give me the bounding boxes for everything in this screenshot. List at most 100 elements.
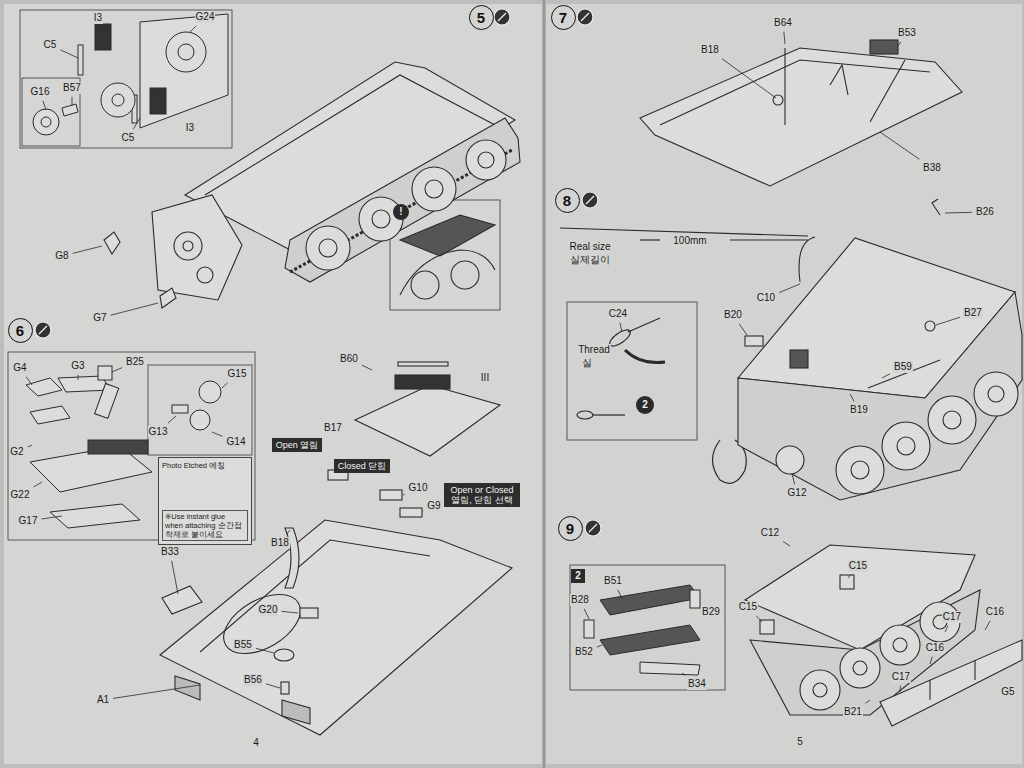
- hull-drawing: [425, 180, 443, 198]
- part-drawing: [62, 104, 78, 116]
- hull-drawing: [870, 60, 905, 122]
- part-label: C5: [121, 132, 136, 144]
- hull-drawing: [784, 48, 785, 125]
- leader-line: [850, 394, 854, 401]
- hull-drawing: [380, 490, 402, 500]
- vehicle-drawing: [928, 396, 976, 444]
- part-label: C16: [985, 606, 1005, 618]
- hull-drawing: [104, 232, 120, 254]
- part-label: B55: [233, 639, 253, 651]
- thread-drawing: [593, 414, 625, 415]
- leader-line: [168, 416, 176, 423]
- vehicle-drawing: [800, 670, 840, 710]
- hull-drawing: [214, 582, 311, 666]
- leader-line: [112, 368, 122, 372]
- part-label: G16: [30, 86, 51, 98]
- part-drawing: [41, 117, 51, 127]
- step-number: 6: [8, 318, 33, 343]
- part-label: B57: [62, 82, 82, 94]
- hull-drawing: [372, 210, 390, 228]
- part-drawing: [140, 14, 228, 128]
- part-label: C5: [43, 39, 58, 51]
- node-text: Photo Etched 에칭: [162, 461, 225, 470]
- hull-drawing: [411, 271, 439, 299]
- inset-frame: [570, 565, 725, 690]
- leader-line: [620, 323, 622, 332]
- part-label: G7: [92, 312, 107, 324]
- part-label: B21: [843, 706, 863, 718]
- glue-icon: [586, 196, 594, 204]
- part-label: G14: [226, 436, 247, 448]
- hull-drawing: [160, 288, 176, 308]
- note-box: Photo Etched 에칭※Use instant glue when at…: [158, 457, 252, 545]
- hull-drawing: [466, 140, 506, 180]
- part-label: 4: [252, 737, 260, 749]
- part-label: G17: [18, 515, 39, 527]
- part-label: G13: [148, 426, 169, 438]
- leader-line: [597, 645, 602, 647]
- hull-drawing: [400, 250, 495, 295]
- leader-line: [584, 609, 589, 619]
- leader-line: [739, 324, 747, 335]
- part-drawing: [178, 44, 194, 60]
- part-label: 실: [581, 357, 593, 369]
- option-tag: Closed 닫힘: [334, 459, 391, 473]
- glue-icon: [39, 326, 47, 334]
- hull-drawing: [306, 226, 350, 270]
- hull-drawing: [160, 362, 512, 735]
- part-label: Real size: [568, 241, 611, 253]
- part-label: B27: [963, 307, 983, 319]
- leader-line: [28, 445, 32, 447]
- leader-line: [133, 118, 140, 129]
- vehicle-drawing: [974, 372, 1018, 416]
- hull-drawing: [355, 385, 500, 456]
- part-drawing: [33, 14, 228, 135]
- part-label: I3: [185, 122, 195, 134]
- part-label: G4: [12, 362, 27, 374]
- leader-line: [256, 648, 274, 653]
- part-label: B26: [975, 206, 995, 218]
- part-label: I3: [93, 12, 103, 24]
- part-label: G8: [54, 250, 69, 262]
- part-label: C17: [942, 611, 962, 623]
- part-drawing: [101, 83, 135, 117]
- node-text: 6: [16, 323, 24, 338]
- hull-drawing: [274, 649, 294, 661]
- step-number: 5: [469, 5, 494, 30]
- part-label: C24: [608, 308, 628, 320]
- part-drawing: [600, 585, 700, 615]
- vehicle-drawing: [790, 350, 808, 368]
- part-label: B51: [603, 575, 623, 587]
- vehicle-drawing: [943, 411, 961, 429]
- part-label: B28: [570, 594, 590, 606]
- thread-drawing: [607, 327, 632, 349]
- part-drawing: [172, 405, 188, 413]
- part-label: B52: [574, 646, 594, 658]
- leader-line: [281, 611, 298, 613]
- vehicle-drawing: [882, 422, 930, 470]
- paper: [4, 4, 542, 764]
- leader-line: [113, 685, 200, 698]
- part-drawing: [584, 585, 700, 675]
- hull-drawing: [640, 40, 962, 186]
- dimension-line: [640, 239, 660, 240]
- part-label: B56: [243, 674, 263, 686]
- vehicle-drawing: [738, 292, 1022, 500]
- hull-drawing: [281, 682, 289, 694]
- part-drawing: [33, 109, 59, 135]
- vehicle-drawing: [880, 625, 920, 665]
- hull-drawing: [400, 215, 495, 256]
- option-tag: Open or Closed 열림, 닫힘 선택: [444, 483, 520, 508]
- part-label: C10: [756, 292, 776, 304]
- thread-drawing: [628, 318, 660, 332]
- vehicle-drawing: [836, 446, 884, 494]
- leader-line: [26, 377, 32, 385]
- leader-line: [222, 383, 228, 388]
- part-label: B29: [701, 606, 721, 618]
- leader-line: [848, 575, 851, 578]
- step-number: 9: [558, 516, 583, 541]
- part-drawing: [26, 378, 62, 396]
- leader-line: [945, 626, 948, 632]
- node-text: 5: [477, 10, 485, 25]
